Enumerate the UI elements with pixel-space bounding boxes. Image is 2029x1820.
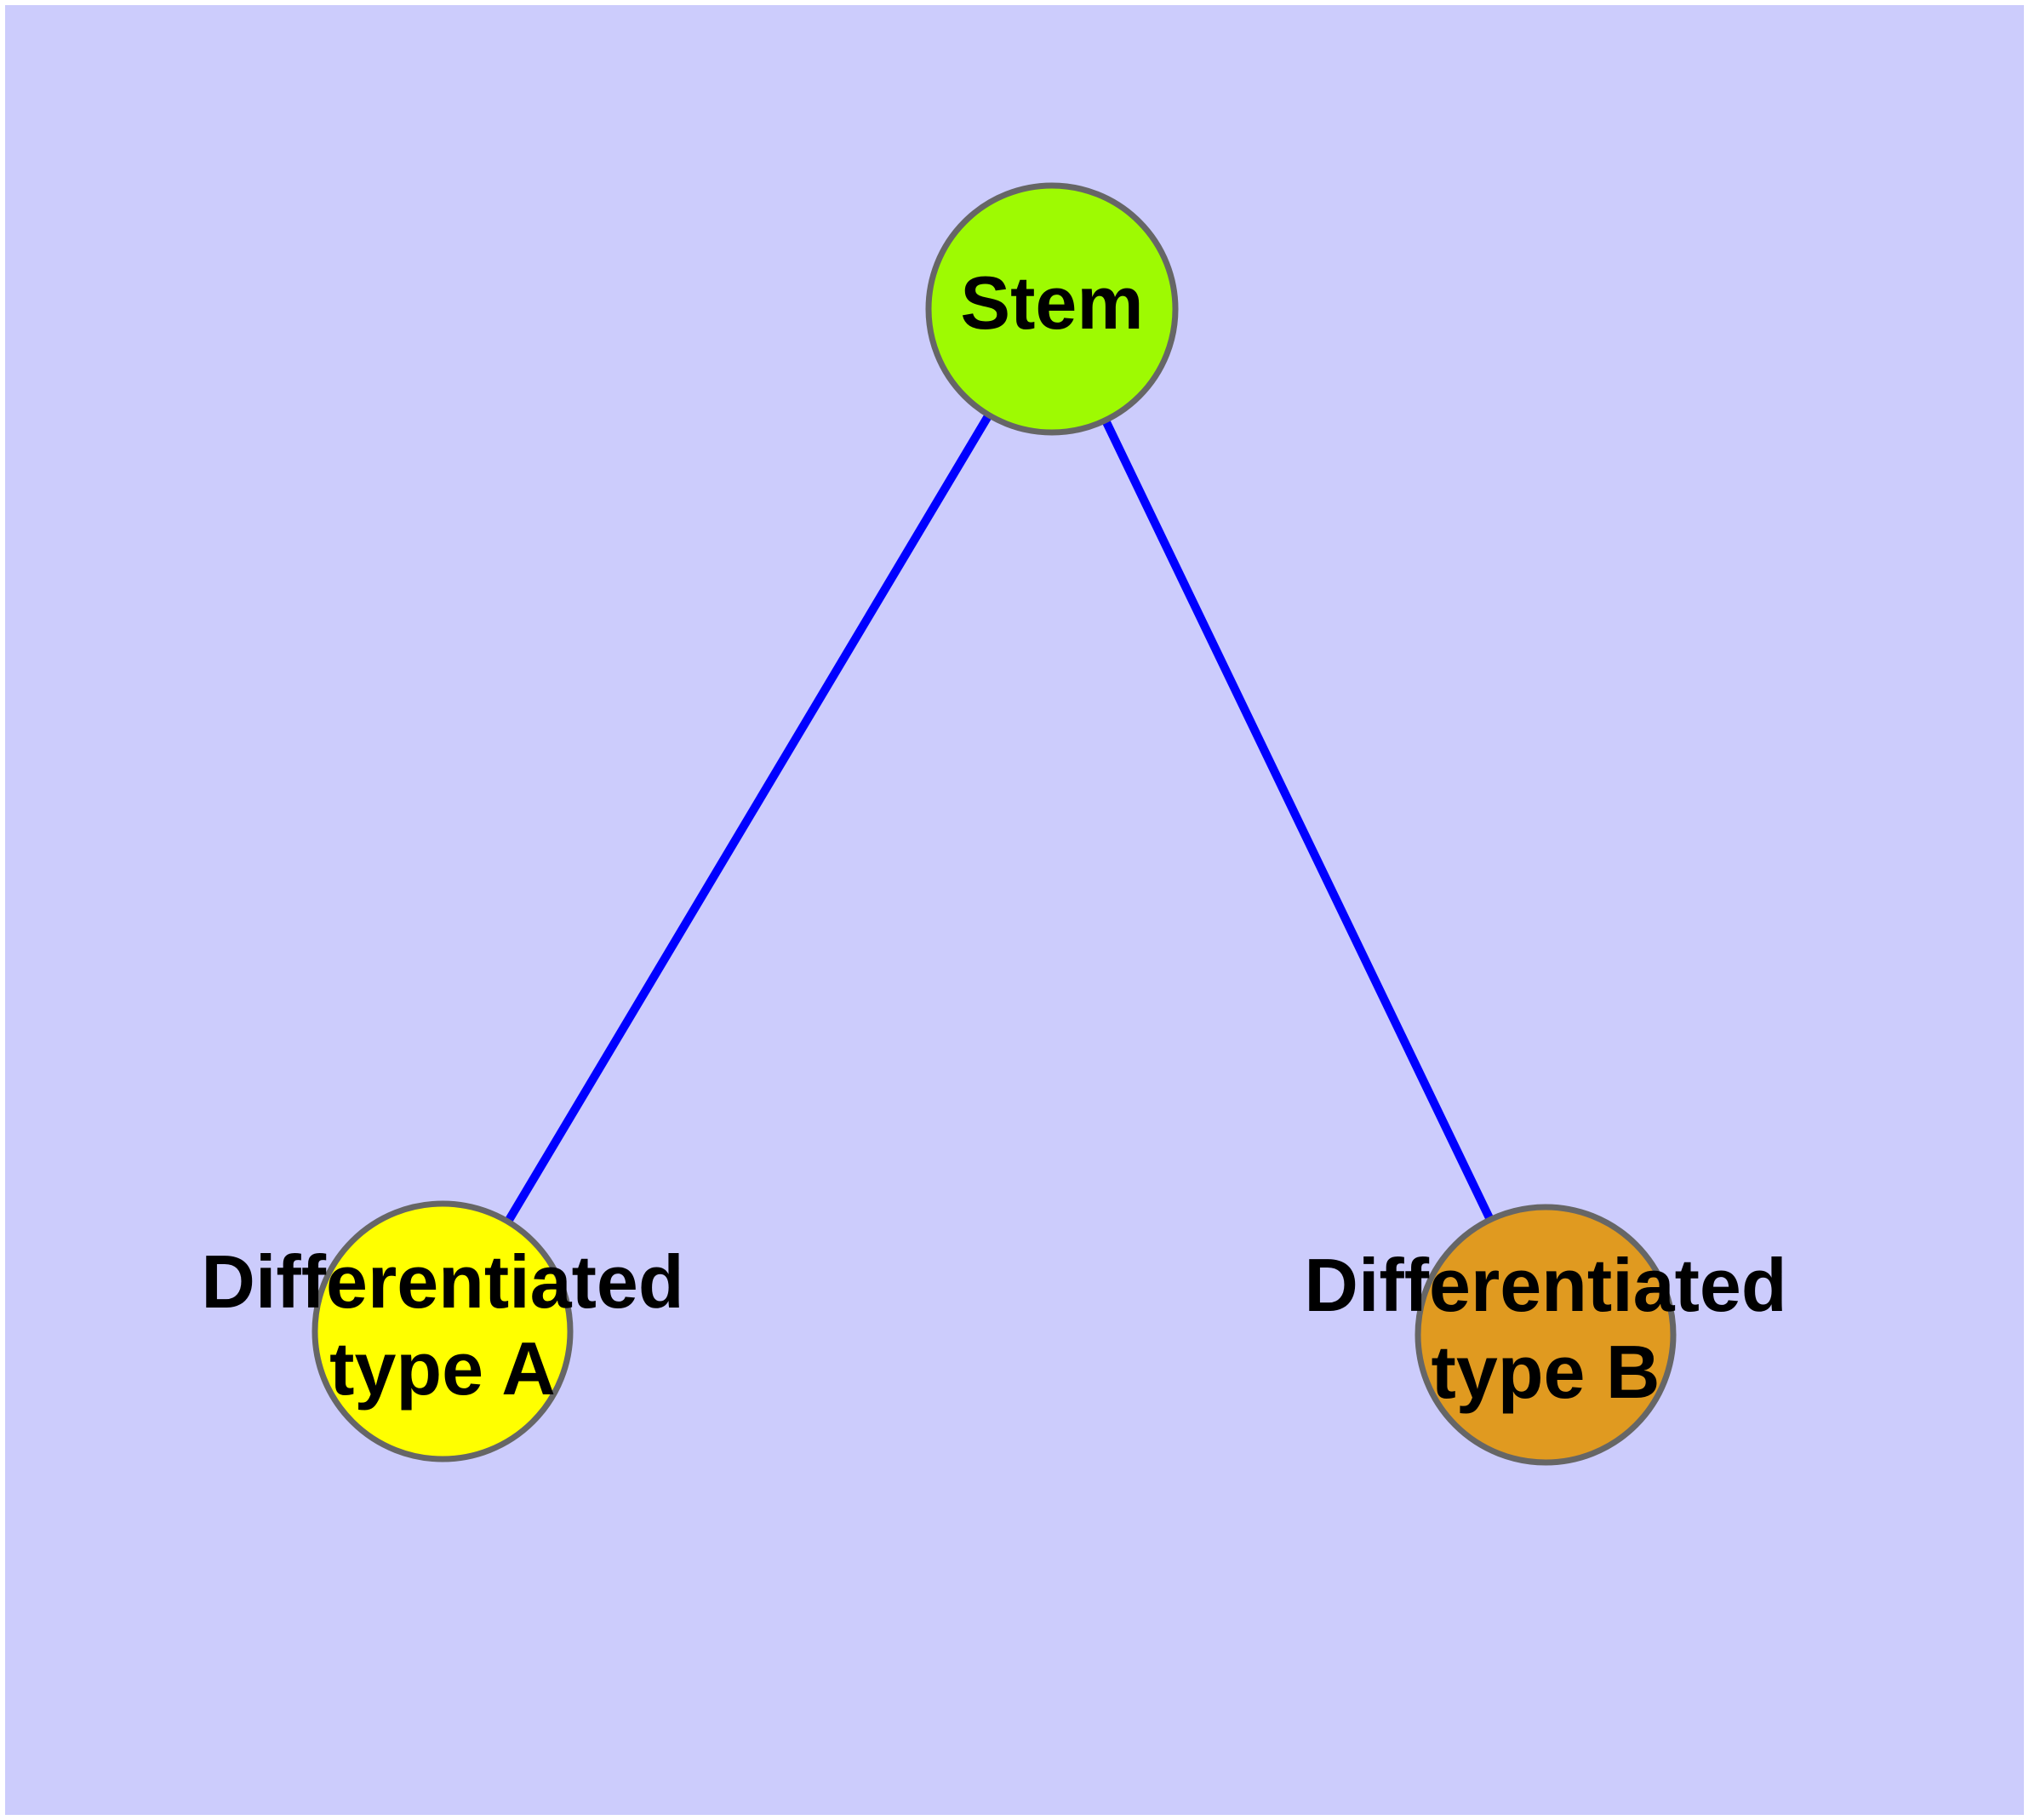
graph-node-label-line: type A <box>329 1326 556 1411</box>
graph-node-label-line: Stem <box>960 260 1143 345</box>
graph-node-stem[interactable] <box>925 182 1179 436</box>
edges-layer <box>438 306 1550 1337</box>
graph-node-label-line: Differentiated <box>201 1239 683 1324</box>
graph-node-label-line: Differentiated <box>1304 1243 1786 1327</box>
graph-node-label-line: type B <box>1432 1330 1660 1414</box>
graph-node-diff_a[interactable] <box>311 1200 574 1462</box>
graph-edge-stem-to-diff-b <box>1048 306 1550 1337</box>
graph-node-diff_b[interactable] <box>1415 1204 1677 1466</box>
graph-edge-stem-to-diff-a <box>438 306 1056 1334</box>
nodes-layer <box>311 182 1677 1466</box>
graph-node-label-stem: Stem <box>960 260 1143 345</box>
